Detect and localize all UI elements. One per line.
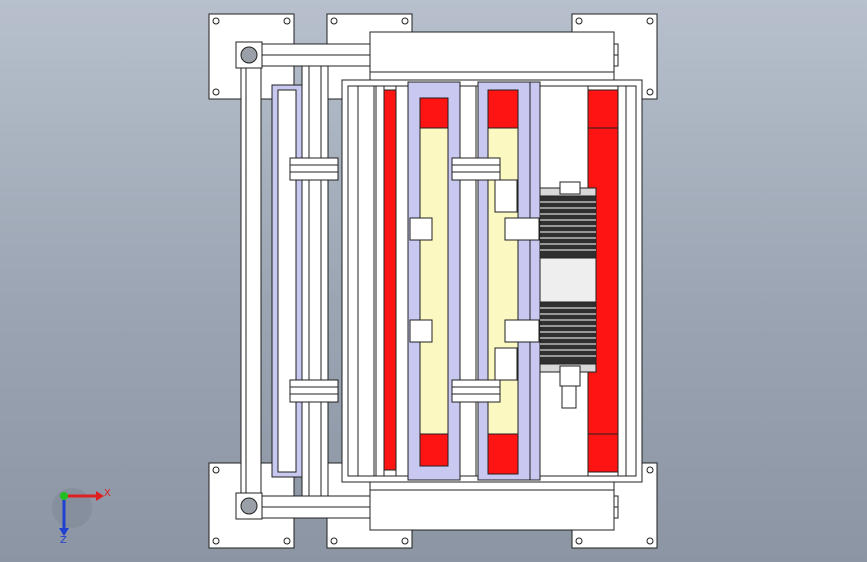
triad-origin	[52, 488, 92, 528]
left-guide-rods	[240, 59, 329, 501]
triad-x-label: X	[104, 488, 111, 499]
coordinate-triad[interactable]: X Z	[52, 488, 111, 546]
pulleys-center	[409, 157, 540, 403]
triad-z-label: Z	[60, 535, 67, 546]
cover-blocks	[369, 31, 615, 531]
helical-roller	[539, 181, 597, 409]
shaft-end-blocks	[235, 41, 263, 520]
left-slide-frame	[271, 84, 303, 478]
pulleys-left	[289, 157, 339, 403]
